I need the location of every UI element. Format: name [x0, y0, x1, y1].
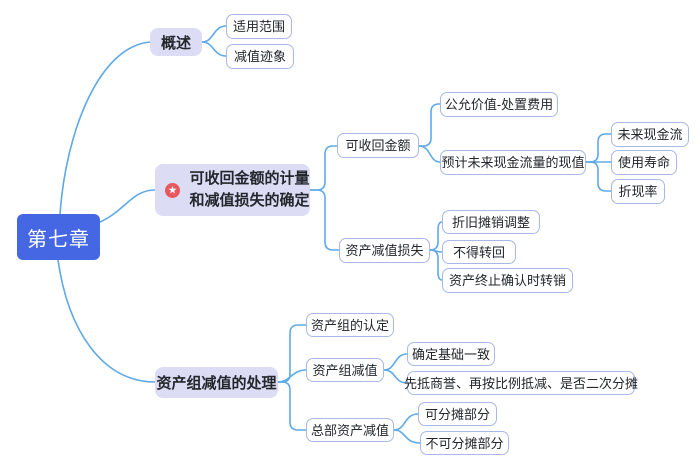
connector-hqimpairment-allocatable: [393, 413, 419, 431]
node-present-value-future-cashflows[interactable]: 预计未来现金流量的现值: [440, 150, 586, 175]
node-chapter-root[interactable]: 第七章: [17, 214, 100, 260]
connector-groupimpairment-basis: [383, 353, 408, 371]
node-future-cashflow[interactable]: 未来现金流: [611, 122, 689, 147]
node-impairment-indicators[interactable]: 减值迹象: [226, 44, 294, 69]
connector-recoverable-fairvalue: [418, 103, 441, 147]
node-recoverable-amount[interactable]: 可收回金额: [337, 133, 419, 158]
connector-measurement-impairmentloss: [309, 189, 340, 251]
connector-root-measurement: [99, 189, 156, 223]
node-applicable-scope[interactable]: 适用范围: [226, 14, 292, 39]
node-no-reversal-label: 不得转回: [452, 244, 505, 260]
connector-impairmentloss-noreversal: [429, 249, 443, 253]
node-overview-label: 概述: [160, 34, 191, 52]
node-discount-rate-label: 折现率: [618, 184, 658, 199]
connector-recoverable-presentvalue: [418, 145, 441, 163]
node-non-allocatable-portion-label: 不可分摊部分: [425, 435, 504, 451]
node-present-value-future-cashflows-label: 预计未来现金流量的现值: [441, 155, 585, 170]
node-fair-value-less-disposal-costs-label: 公允价值-处置费用: [444, 97, 554, 112]
connector-root-overview: [59, 41, 151, 215]
node-goodwill-first-proportional[interactable]: 先抵商誉、再按比例抵减、是否二次分摊: [404, 371, 639, 395]
node-impairment-indicators-label: 减值迹象: [233, 49, 286, 64]
node-applicable-scope-label: 适用范围: [232, 19, 285, 34]
node-allocatable-portion-label: 可分摊部分: [424, 406, 490, 422]
node-asset-group-impairment-handling[interactable]: 资产组减值的处理: [155, 367, 278, 398]
connector-assetgroup-identification: [277, 324, 307, 383]
node-consistent-basis-label: 确定基础一致: [411, 346, 490, 362]
node-goodwill-first-proportional-label: 先抵商誉、再按比例抵减、是否二次分摊: [404, 375, 639, 391]
connector-overview-scope: [201, 25, 227, 43]
node-recoverable-amount-measurement[interactable]: ★ 可收回金额的计量和减值损失的确定: [155, 164, 310, 216]
connector-overview-indicators: [201, 41, 227, 57]
connector-impairmentloss-writeoff: [429, 249, 443, 281]
connector-assetgroup-hqimpairment: [277, 381, 307, 431]
node-discount-rate[interactable]: 折现率: [611, 179, 665, 204]
node-future-cashflow-label: 未来现金流: [617, 127, 683, 142]
node-useful-life[interactable]: 使用寿命: [611, 150, 677, 175]
node-overview[interactable]: 概述: [150, 28, 202, 56]
node-recoverable-amount-measurement-label: 可收回金额的计量和减值损失的确定: [189, 170, 310, 209]
node-asset-impairment-loss-label: 资产减值损失: [345, 243, 424, 258]
node-allocatable-portion[interactable]: 可分摊部分: [418, 402, 497, 426]
node-consistent-basis[interactable]: 确定基础一致: [407, 342, 495, 366]
node-non-allocatable-portion[interactable]: 不可分摊部分: [420, 431, 509, 455]
connector-impairmentloss-depreciation: [429, 221, 443, 251]
node-no-reversal[interactable]: 不得转回: [442, 240, 516, 264]
node-fair-value-less-disposal-costs[interactable]: 公允价值-处置费用: [440, 92, 558, 117]
connector-root-assetgroup: [57, 259, 156, 383]
node-depreciation-amortization-adjust[interactable]: 折旧摊销调整: [442, 210, 540, 234]
connector-hqimpairment-nonallocatable: [393, 429, 421, 444]
connector-assetgroup-groupimpairment: [277, 369, 307, 383]
connector-presentvalue-discountrate: [585, 161, 612, 192]
star-icon: ★: [165, 182, 180, 198]
node-asset-group-identification-label: 资产组的认定: [310, 317, 389, 333]
node-writeoff-on-derecognition-label: 资产终止确认时转销: [448, 273, 566, 288]
connector-presentvalue-futurecashflow: [585, 133, 612, 163]
node-asset-group-impairment[interactable]: 资产组减值: [306, 358, 384, 382]
node-asset-group-impairment-handling-label: 资产组减值的处理: [156, 375, 277, 392]
node-asset-group-identification[interactable]: 资产组的认定: [306, 313, 394, 337]
connector-measurement-recoverable: [309, 145, 338, 191]
node-recoverable-amount-label: 可收回金额: [345, 138, 411, 153]
node-hq-asset-impairment-label: 总部资产减值: [310, 422, 389, 438]
node-hq-asset-impairment[interactable]: 总部资产减值: [306, 418, 394, 442]
node-writeoff-on-derecognition[interactable]: 资产终止确认时转销: [442, 268, 573, 293]
node-depreciation-amortization-adjust-label: 折旧摊销调整: [451, 214, 530, 230]
node-useful-life-label: 使用寿命: [617, 155, 670, 170]
node-chapter-root-label: 第七章: [27, 228, 90, 251]
node-asset-group-impairment-label: 资产组减值: [312, 362, 378, 378]
node-asset-impairment-loss[interactable]: 资产减值损失: [339, 238, 430, 263]
